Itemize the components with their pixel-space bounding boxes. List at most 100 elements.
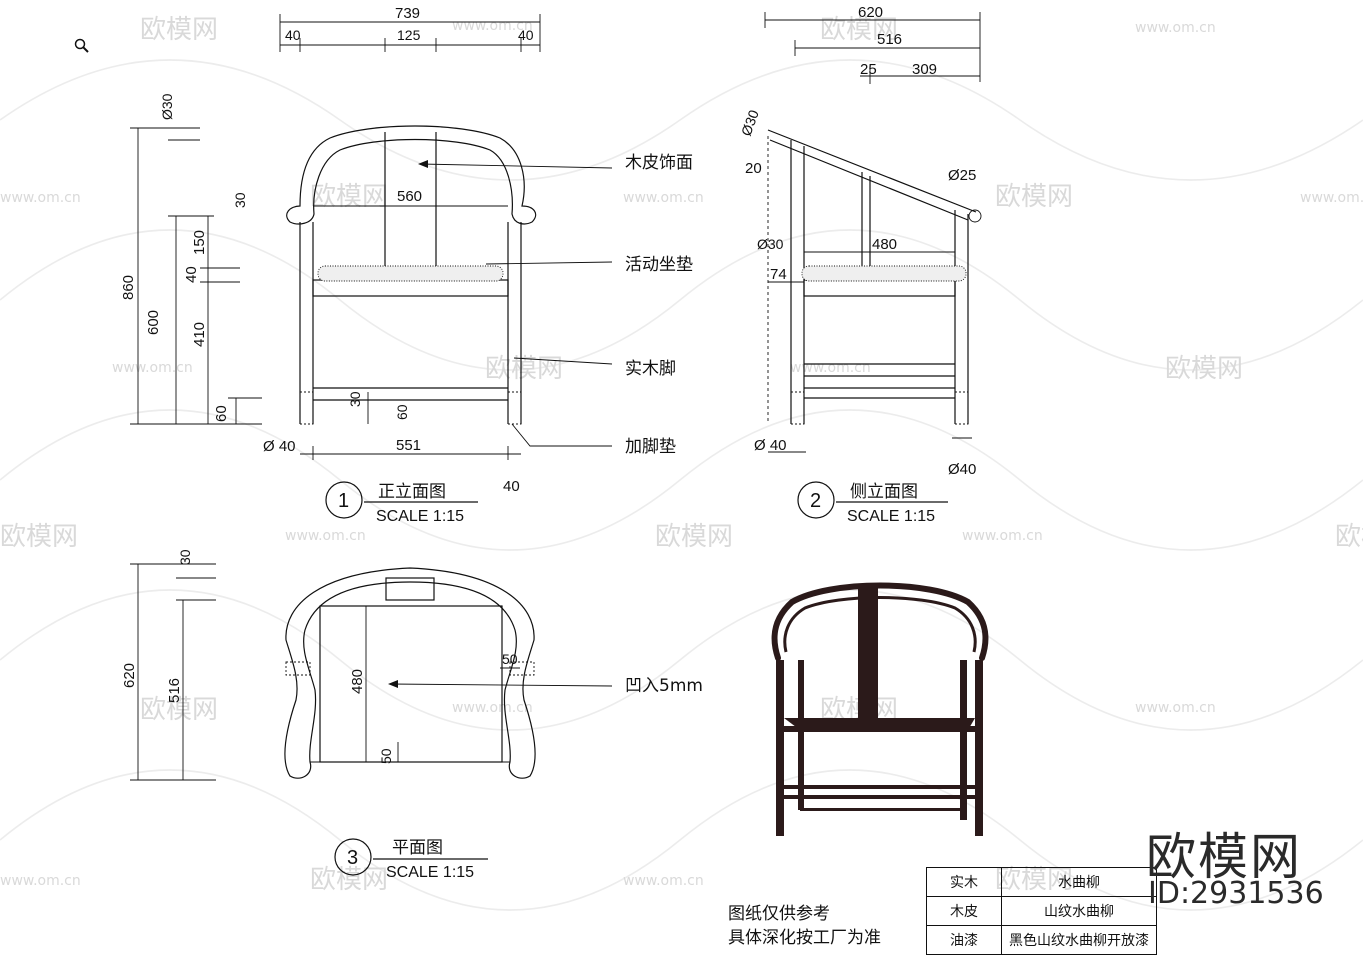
watermark-domain: www.om.cn: [285, 528, 366, 544]
table-row: 实木 水曲柳: [926, 867, 1157, 897]
dim-side-leg-right: Ø40: [948, 461, 976, 478]
front-elevation: [286, 125, 537, 425]
material-item: 木皮: [926, 896, 1002, 926]
side-view-number: 2: [810, 490, 821, 512]
plan-view-title-text: 平面图: [392, 838, 443, 858]
dim-front-arm-dia: Ø30: [159, 93, 175, 120]
watermark-brand: 欧模网: [310, 182, 388, 212]
dim-front-top-total: 739: [395, 5, 420, 22]
dim-front-bottom-right: 40: [503, 478, 520, 495]
front-view-title-text: 正立面图: [378, 482, 446, 502]
watermark-domain: www.om.cn: [1300, 190, 1363, 206]
dim-front-seat-width: 560: [397, 188, 422, 205]
dim-side-top-total: 620: [858, 4, 883, 21]
watermark-domain: www.om.cn: [1135, 20, 1216, 36]
dim-side-seat-depth: 480: [872, 236, 897, 253]
dim-front-top-right: 40: [518, 27, 534, 43]
dim-front-410: 410: [191, 322, 208, 347]
dim-front-60: 60: [213, 405, 230, 422]
plan-view-title: 3 平面图 SCALE 1:15: [334, 838, 488, 881]
front-dimensions: 739 40 125 40 560 551 Ø 40 40 860 600 15…: [120, 5, 541, 495]
watermark-brand: 欧模网: [655, 522, 733, 552]
callout-leg: 实木脚: [625, 359, 676, 379]
watermark-brand: 欧模网: [310, 865, 388, 895]
brand-id: ID:2931536: [1148, 876, 1324, 911]
front-view-number: 1: [338, 490, 349, 512]
brand-logo: 欧模网: [1146, 828, 1302, 886]
materials-table: 实木 水曲柳 木皮 山纹水曲柳 油漆 黑色山纹水曲柳开放漆: [926, 867, 1157, 955]
material-spec: 黑色山纹水曲柳开放漆: [1001, 925, 1157, 955]
watermark-domain: www.om.cn: [0, 190, 81, 206]
material-item: 实木: [926, 867, 1002, 897]
dim-front-150: 150: [191, 230, 208, 255]
dim-plan-depth-516: 516: [166, 678, 183, 703]
watermark-brand: 欧模网: [1335, 522, 1363, 552]
watermark-domain: www.om.cn: [790, 360, 871, 376]
dim-plan-30: 30: [177, 549, 193, 565]
watermark-texts: 欧模网 欧模网 www.om.cn www.om.cn 欧模网 欧模网 www.…: [0, 15, 1363, 895]
watermark-domain: www.om.cn: [962, 528, 1043, 544]
chair-render: [771, 582, 989, 836]
dim-front-bottom-width: 551: [396, 437, 421, 454]
dim-front-40: 40: [183, 266, 200, 283]
table-row: 木皮 山纹水曲柳: [926, 896, 1157, 926]
dim-front-top-left: 40: [285, 27, 301, 43]
watermark-domain: www.om.cn: [112, 360, 193, 376]
watermark-domain: www.om.cn: [623, 190, 704, 206]
zoom-icon[interactable]: [74, 38, 90, 54]
dim-side-20: 20: [745, 160, 762, 177]
plan-view-scale: SCALE 1:15: [386, 864, 474, 881]
callout-foot-pad: 加脚垫: [625, 437, 676, 457]
dim-side-top-516: 516: [877, 31, 902, 48]
dim-plan-50-bottom: 50: [378, 748, 394, 764]
dim-side-back-dia: Ø30: [738, 107, 762, 138]
material-item: 油漆: [926, 925, 1002, 955]
dim-front-stretch-30: 30: [347, 391, 363, 407]
dim-front-top-mid: 125: [397, 27, 421, 43]
watermark-brand: 欧模网: [1165, 354, 1243, 384]
dim-front-height-total: 860: [120, 275, 137, 300]
plan-view-number: 3: [347, 847, 358, 869]
dim-side-leg-left: Ø 40: [754, 437, 787, 454]
material-spec: 水曲柳: [1001, 867, 1157, 897]
watermark-domain: www.om.cn: [452, 700, 533, 716]
table-row: 油漆 黑色山纹水曲柳开放漆: [926, 925, 1157, 955]
side-view-title: 2 侧立面图 SCALE 1:15: [797, 481, 948, 525]
dim-plan-50-right: 50: [502, 651, 518, 667]
note-line-2: 具体深化按工厂为准: [728, 928, 881, 948]
watermark-brand: 欧模网: [140, 695, 218, 725]
callout-recess: 凹入5mm: [625, 676, 703, 696]
dim-front-leg-dia: Ø 40: [263, 438, 296, 455]
reference-note: 图纸仅供参考 具体深化按工厂为准: [728, 902, 881, 950]
callout-veneer: 木皮饰面: [625, 153, 693, 173]
dim-front-stretch-60: 60: [394, 404, 410, 420]
note-line-1: 图纸仅供参考: [728, 904, 830, 924]
side-dimensions: 620 516 25 309 Ø30 20 Ø25 480 Ø30 74 Ø 4…: [738, 4, 981, 478]
dim-front-height-600: 600: [145, 310, 162, 335]
watermark-brand: 欧模网: [0, 522, 78, 552]
watermark-brand: 欧模网: [995, 182, 1073, 212]
watermark-domain: www.om.cn: [0, 873, 81, 889]
dim-plan-inner-480: 480: [349, 669, 366, 694]
dim-side-seat-dia: Ø30: [757, 236, 784, 252]
side-view-title-text: 侧立面图: [850, 482, 918, 502]
dim-plan-depth-total: 620: [121, 663, 138, 688]
dim-side-top-25: 25: [860, 61, 877, 78]
plan-view: [284, 567, 536, 779]
watermark-domain: www.om.cn: [623, 873, 704, 889]
watermark-brand: 欧模网: [140, 15, 218, 45]
dim-side-top-309: 309: [912, 61, 937, 78]
material-spec: 山纹水曲柳: [1001, 896, 1157, 926]
callout-cushion: 活动坐垫: [625, 255, 693, 275]
front-view-scale: SCALE 1:15: [376, 508, 464, 525]
plan-dimensions: 620 516 30 480 50 50: [121, 549, 613, 781]
dim-front-arm-30: 30: [232, 192, 248, 208]
front-view-title: 1 正立面图 SCALE 1:15: [325, 481, 478, 525]
side-view-scale: SCALE 1:15: [847, 508, 935, 525]
dim-side-74: 74: [770, 266, 787, 283]
watermark-domain: www.om.cn: [1135, 700, 1216, 716]
watermark-pattern: [0, 59, 1363, 911]
callout-leaders: [418, 160, 613, 447]
dim-side-arm-dia: Ø25: [948, 167, 976, 184]
